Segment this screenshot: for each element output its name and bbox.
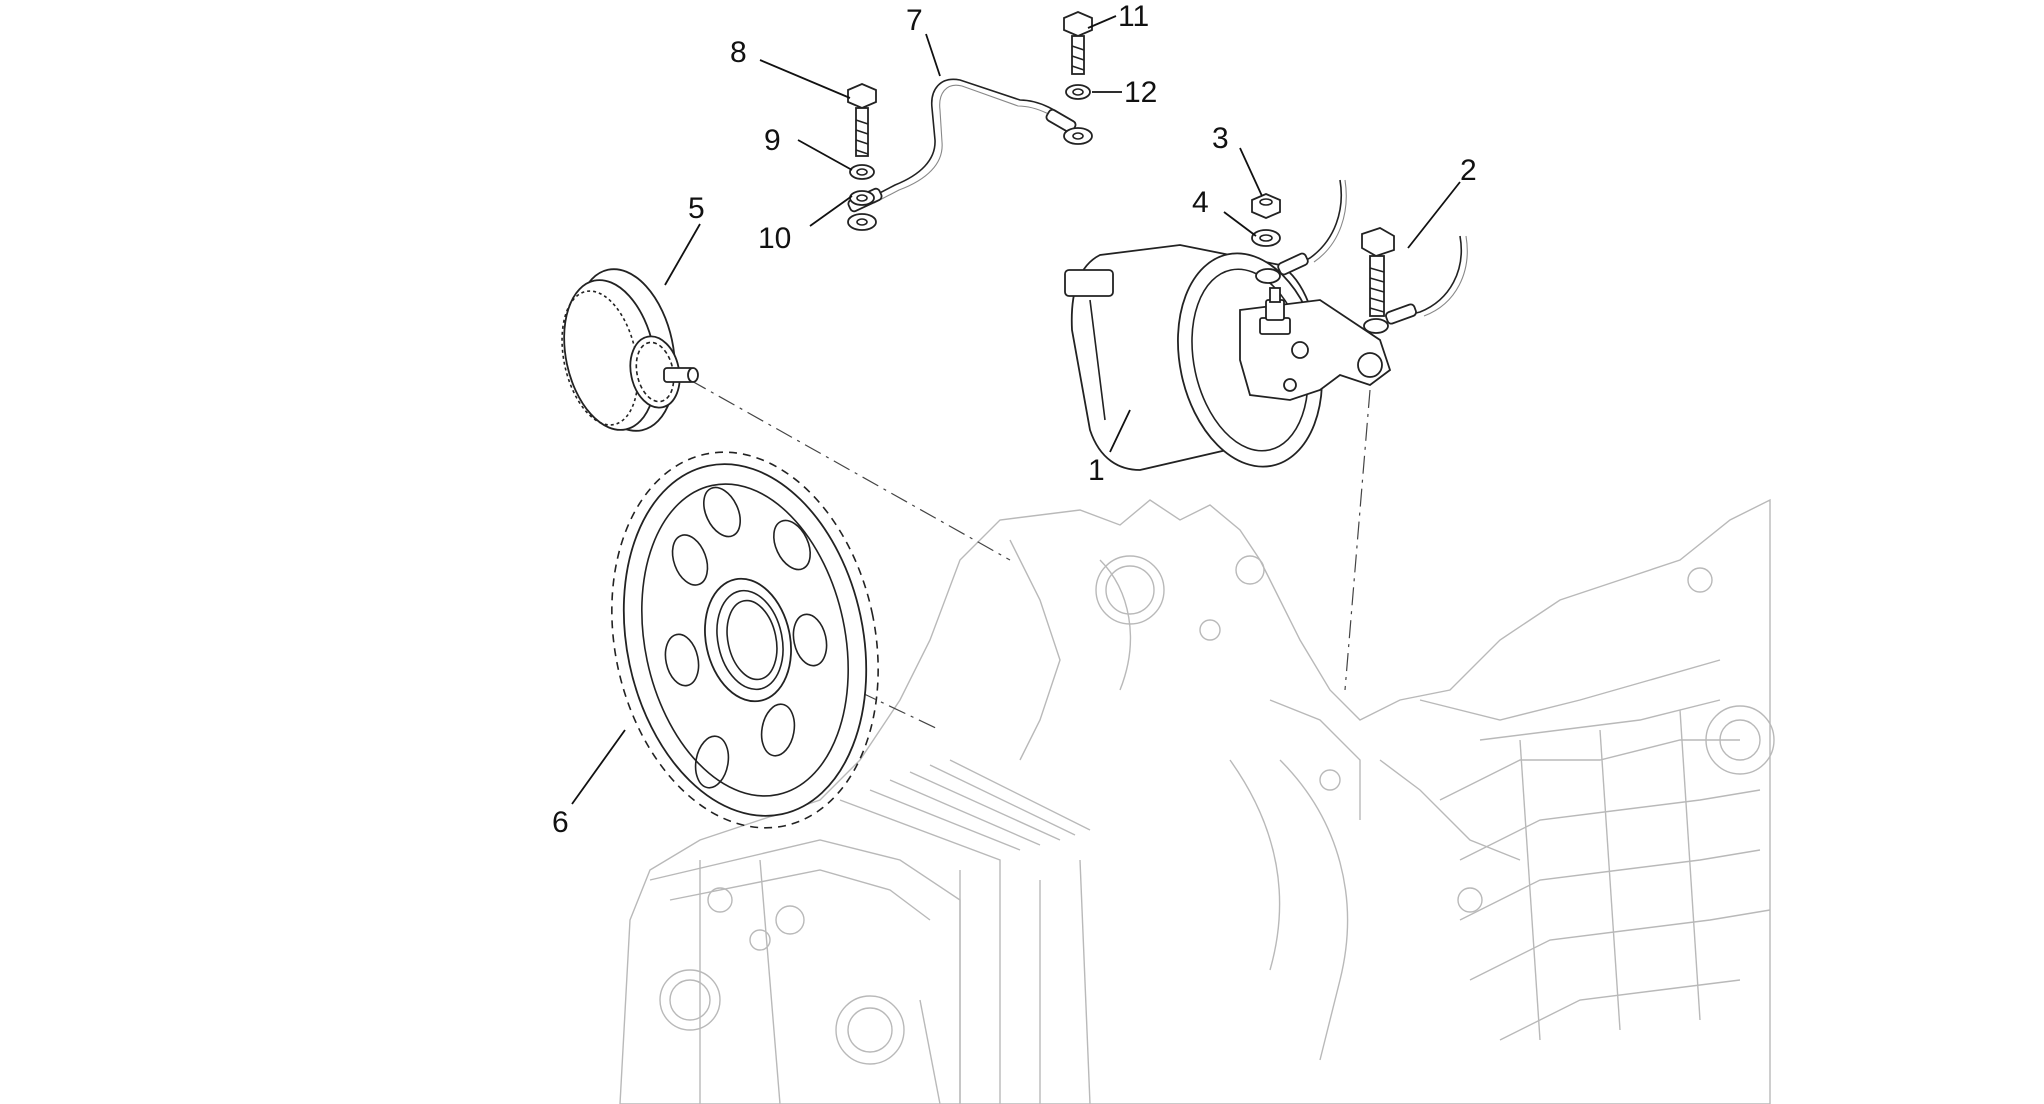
callout-9: 9 (764, 124, 781, 157)
engine-crankcase (619, 498, 1775, 1104)
callout-5: 5 (688, 192, 705, 225)
starter-motor (1064, 244, 1392, 471)
callout-labels: 1 2 3 4 5 6 7 8 9 10 11 12 (552, 0, 1477, 839)
callout-8: 8 (730, 36, 747, 69)
mounting-bolt (1361, 227, 1395, 317)
callout-12: 12 (1124, 76, 1157, 109)
leader-lines (571, 15, 1461, 805)
motor-wire-lower (1363, 235, 1468, 334)
cable-bolt (847, 83, 877, 157)
callout-3: 3 (1212, 122, 1229, 155)
terminal-nut (1251, 193, 1281, 219)
callout-10: 10 (758, 222, 791, 255)
intermediate-gear (561, 268, 699, 432)
ground-bolt (1063, 11, 1093, 75)
callout-6: 6 (552, 806, 569, 839)
callout-2: 2 (1460, 154, 1477, 187)
cable-flat-washer (849, 190, 875, 206)
callout-1: 1 (1088, 454, 1105, 487)
callout-4: 4 (1192, 186, 1209, 219)
starter-driven-gear (611, 451, 879, 829)
callout-11: 11 (1118, 0, 1149, 33)
motor-wire-upper (1255, 179, 1347, 284)
cable-lock-washer (849, 164, 875, 180)
ground-washer (1065, 84, 1091, 100)
callout-7: 7 (906, 4, 923, 37)
terminal-washer (1251, 229, 1281, 247)
ground-cable (847, 78, 1093, 231)
